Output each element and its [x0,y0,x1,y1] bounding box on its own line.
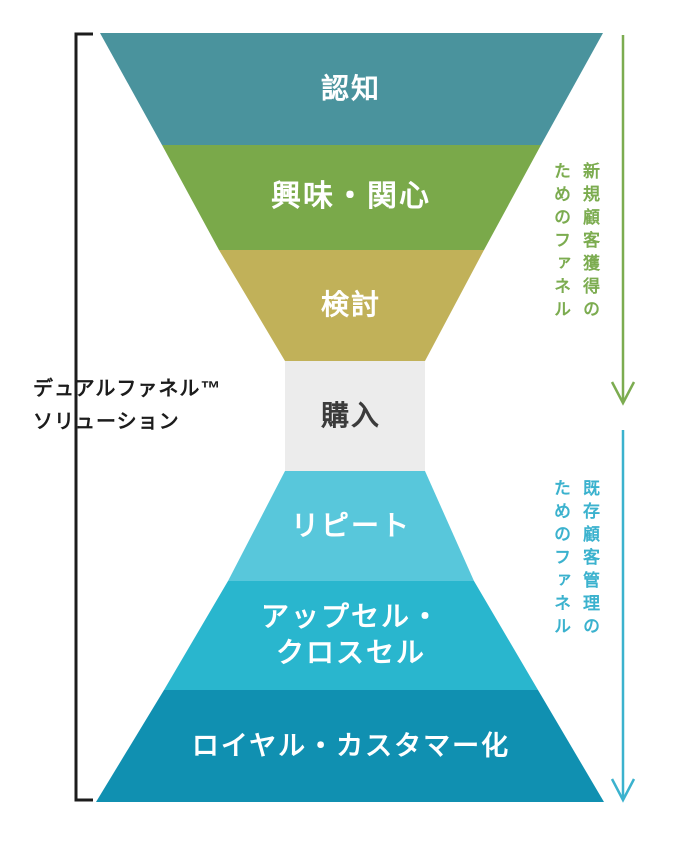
stage-purchase-shape [285,361,425,471]
side-label-new-customer-funnel: 新規顧客獲得の ためのファネル [551,162,599,323]
stage-loyal-shape [96,690,604,802]
left-bracket [74,32,93,802]
stage-label-upsell-cross-sell: アップセル・ クロスセル [260,601,441,668]
diagram-title: デュアルファネル™ ソリューション [33,373,221,439]
stage-awareness-shape [100,33,603,145]
stage-label-interest: 興味・関心 [271,180,431,213]
top-funnel-arrow [610,35,636,406]
stage-consideration-shape [219,250,484,361]
diagram-title-line1: デュアルファネル™ [33,378,222,400]
top-arrow-head-icon [610,381,636,406]
stage-interest-shape [162,145,541,250]
stage-label-awareness: 認知 [320,73,381,104]
stage-label-consideration: 検討 [320,289,381,320]
stage-label-purchase: 購入 [320,400,381,431]
stage-label-loyal-customer: ロイヤル・カスタマー化 [191,731,511,761]
diagram-title-line2: ソリューション [33,411,180,433]
stage-repeat-shape [228,471,474,581]
bottom-arrow-head-icon [610,778,636,803]
stage-upsell-shape [164,581,538,690]
side-label-existing-customer-funnel: 既存顧客管理の ためのファネル [551,479,599,640]
stage-label-repeat: リピート [290,510,411,541]
bottom-funnel-arrow [610,430,636,803]
